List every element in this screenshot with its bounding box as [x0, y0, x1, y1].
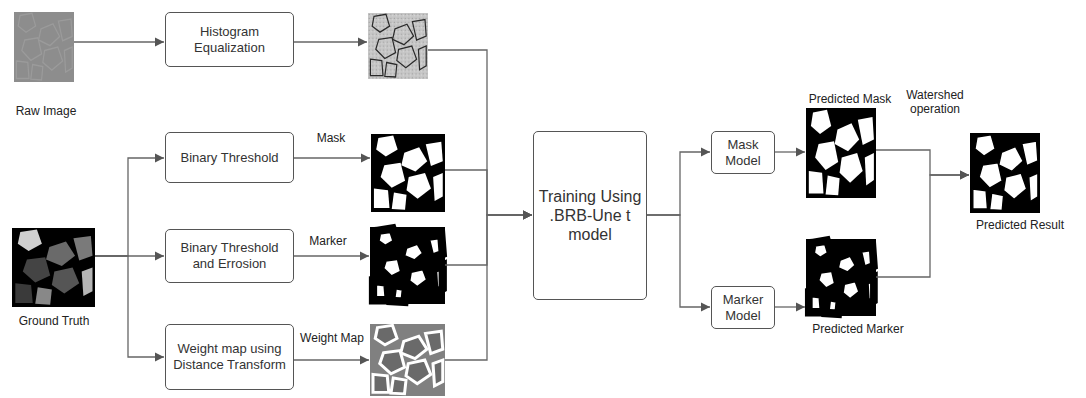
box-text: Marker Model	[716, 292, 770, 323]
connector-arrow	[647, 215, 710, 307]
connector-arrow	[445, 215, 532, 265]
image-caption: Marker	[309, 234, 346, 248]
image-panel	[368, 13, 428, 79]
annotation-label: Watershed operation	[902, 88, 968, 116]
process-box: Histogram Equalization	[165, 12, 294, 67]
mask-image	[371, 134, 445, 212]
marker-image	[370, 227, 445, 304]
box-text: Weight map using Distance Transform	[170, 341, 289, 372]
process-box: Training Using .BRB-Une t model	[533, 131, 647, 300]
predicted-marker-image	[806, 239, 876, 316]
image-panel: Predicted Mask	[806, 108, 876, 198]
box-text: Histogram Equalization	[170, 24, 289, 55]
raw-image	[14, 12, 74, 82]
image-caption: Mask	[317, 131, 346, 145]
process-box: Marker Model	[711, 286, 775, 329]
image-panel: Raw Image	[14, 12, 74, 82]
connector-arrow	[294, 255, 369, 256]
image-caption: Predicted Mask	[809, 92, 892, 106]
process-box: Mask Model	[711, 131, 775, 174]
box-text: Mask Model	[716, 137, 770, 168]
process-box: Binary Threshold	[165, 132, 294, 183]
image-caption: Weight Map	[300, 331, 364, 345]
connector-arrow	[95, 158, 164, 256]
predicted-result-image	[970, 133, 1040, 213]
connector-arrow	[647, 152, 710, 215]
process-box: Binary Threshold and Errosion	[165, 229, 294, 283]
connector-arrow	[294, 359, 369, 360]
connector-arrow	[775, 306, 805, 307]
image-caption: Predicted Result	[976, 218, 1064, 232]
connector-arrow	[294, 41, 367, 42]
image-panel: Predicted Result	[970, 133, 1040, 213]
connector-arrow	[445, 215, 532, 360]
connector-arrow	[428, 50, 532, 215]
connector-arrow	[95, 256, 164, 357]
box-text: Binary Threshold	[180, 150, 278, 166]
image-panel: Ground Truth	[12, 228, 95, 307]
connector-arrow	[876, 150, 969, 175]
equalized-image	[368, 13, 428, 79]
image-panel: Marker	[370, 227, 445, 304]
connector-arrow	[74, 41, 164, 42]
image-panel: Weight Map	[370, 324, 445, 396]
weight-map-image	[370, 324, 445, 396]
box-text: Binary Threshold and Errosion	[170, 240, 289, 271]
image-caption: Predicted Marker	[812, 322, 903, 336]
ground-truth-image	[12, 228, 95, 307]
image-caption: Ground Truth	[19, 314, 90, 328]
predicted-mask-image	[806, 108, 876, 198]
connector-arrow	[445, 170, 532, 215]
image-caption: Raw Image	[16, 104, 77, 118]
image-panel: Predicted Marker	[806, 239, 876, 316]
image-panel: Mask	[371, 134, 445, 212]
process-box: Weight map using Distance Transform	[165, 324, 294, 390]
box-text: Training Using .BRB-Une t model	[538, 187, 642, 245]
connector-arrow	[294, 157, 370, 158]
connector-arrow	[876, 175, 969, 277]
connector-arrow	[775, 151, 805, 152]
